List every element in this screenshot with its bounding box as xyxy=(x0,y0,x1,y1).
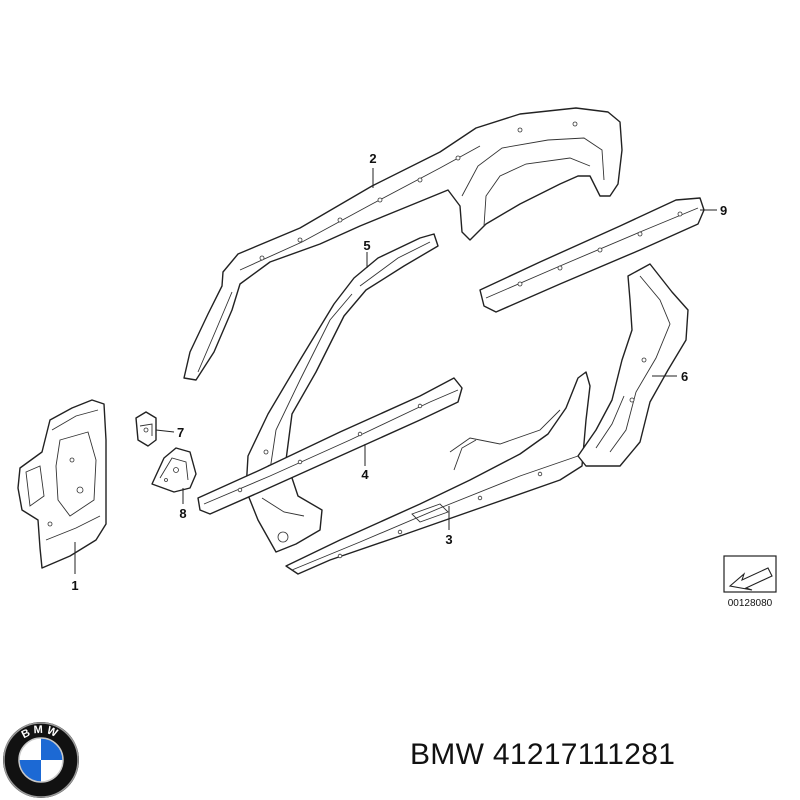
callout-4: 4 xyxy=(361,467,369,482)
caption-brand: BMW xyxy=(410,738,485,771)
part-9-reinforcement-bar xyxy=(479,197,705,313)
callout-3: 3 xyxy=(445,532,452,547)
callout-8: 8 xyxy=(179,506,186,521)
direction-arrow-icon xyxy=(728,567,773,591)
callout-2: 2 xyxy=(369,151,376,166)
part-1-hinge-pillar xyxy=(17,399,107,569)
part-5-b-pillar xyxy=(245,233,439,553)
logo-lettering: BMW xyxy=(20,724,62,741)
part-3-outer-sill xyxy=(285,371,591,575)
part-2-roof-frame xyxy=(183,107,623,381)
part-6-rear-pillar xyxy=(577,263,689,467)
callout-7: 7 xyxy=(177,425,184,440)
leader-lines xyxy=(74,168,717,574)
diagram-reference-number: 00128080 xyxy=(728,598,773,609)
caption-part-number: 41217111281 xyxy=(492,738,676,771)
part-7-small-bracket xyxy=(135,411,157,447)
diagram-reference-box: 00128080 xyxy=(723,555,777,609)
callout-1: 1 xyxy=(71,578,78,593)
part-8-mounting-bracket xyxy=(151,447,197,493)
callout-9: 9 xyxy=(720,203,727,218)
part-4-inner-sill xyxy=(197,377,463,515)
part-caption: BMW 41217111281 xyxy=(410,738,675,772)
callout-labels: 1 2 3 4 5 6 7 8 9 xyxy=(71,151,727,593)
callout-6: 6 xyxy=(681,369,688,384)
callout-5: 5 xyxy=(363,238,370,253)
bmw-roundel-logo: BMW xyxy=(3,722,79,798)
